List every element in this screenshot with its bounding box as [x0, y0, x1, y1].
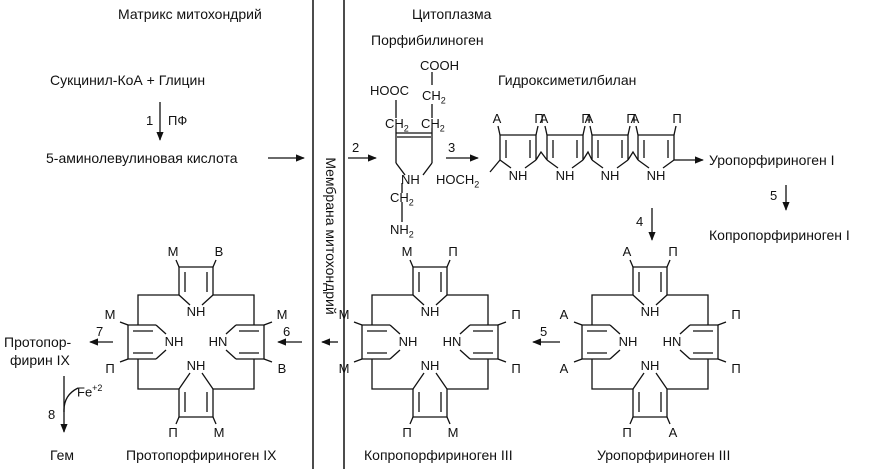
hmb-label: Гидроксиметилбилан	[498, 72, 637, 88]
hmb-subst-propionate: П	[534, 111, 544, 126]
fe-ion: Fe+2	[77, 383, 103, 400]
copro3-macrocycle	[353, 259, 507, 425]
hmb-subst-propionate: П	[672, 111, 682, 126]
step-3-number: 3	[448, 140, 456, 155]
uro3-macrocycle-substituent: А	[559, 361, 569, 376]
copro3-macrocycle-nh-right: HN	[442, 334, 462, 349]
hmb-subst-acetate: А	[584, 111, 594, 126]
step-4-number: 4	[636, 214, 644, 229]
hmb-pyrrole-nh: NH	[555, 168, 575, 183]
proto-macrocycle-nh-bottom: NH	[186, 358, 206, 373]
hmb-pyrrole-nh: NH	[600, 168, 620, 183]
proto-macrocycle-substituent: В	[277, 361, 287, 376]
uro3-macrocycle-nh-right: HN	[662, 334, 682, 349]
uro3-macrocycle-nh-top: NH	[640, 304, 660, 319]
uro1-label: Уропорфириноген I	[709, 152, 835, 168]
copro3-macrocycle-nh-bottom: NH	[420, 358, 440, 373]
matrix-label: Матрикс митохондрий	[118, 6, 262, 22]
pbg-cooh: COOH	[420, 58, 459, 73]
pbg-ch2-right: CH2	[421, 116, 445, 134]
step-2-number: 2	[352, 140, 360, 155]
proto-macrocycle-substituent: В	[214, 244, 224, 259]
proto-macrocycle	[119, 259, 273, 425]
pbg-ch2-bottom: CH2	[390, 190, 414, 208]
proto-macrocycle-substituent: П	[168, 425, 178, 440]
proto-macrocycle-substituent: М	[213, 425, 225, 440]
hmb-structure	[489, 125, 680, 173]
proto-macrocycle-substituent: М	[104, 307, 116, 322]
copro3-macrocycle-substituent: М	[338, 307, 350, 322]
proto-macrocycle-nh-left: NH	[164, 334, 184, 349]
pbg-nh2: NH2	[390, 222, 414, 240]
uro3-macrocycle-substituent: П	[668, 244, 678, 259]
copro3-macrocycle-substituent: П	[511, 361, 521, 376]
hmb-pyrrole-nh: NH	[646, 168, 666, 183]
proto-macrocycle-substituent: М	[167, 244, 179, 259]
copro3-label: Копропорфириноген III	[364, 447, 513, 463]
protoporphyrin-line-1: Протопор-	[4, 334, 72, 350]
step-5-top-number: 5	[770, 188, 778, 203]
pbg-label: Порфибилиноген	[371, 32, 484, 48]
copro3-macrocycle-substituent: П	[511, 307, 521, 322]
copro3-macrocycle-substituent: М	[401, 244, 413, 259]
uro3-macrocycle-nh-bottom: NH	[640, 358, 660, 373]
ala-label: 5-аминолевулиновая кислота	[46, 150, 238, 166]
step-1-number: 1	[146, 113, 154, 128]
cytoplasm-label: Цитоплазма	[412, 6, 492, 22]
step-7-number: 7	[96, 324, 104, 339]
copro3-macrocycle-substituent: М	[338, 361, 350, 376]
step-8-number: 8	[48, 407, 56, 422]
uro3-macrocycle	[573, 259, 727, 425]
membrane-label: Мембрана митохондрий	[323, 157, 339, 315]
hmb-subst-propionate: П	[626, 111, 636, 126]
hmb-subst-propionate: П	[581, 111, 591, 126]
copro1-label: Копропорфириноген I	[709, 227, 850, 243]
uro3-label: Уропорфириноген III	[597, 447, 731, 463]
uro3-macrocycle-substituent: П	[731, 361, 741, 376]
copro3-macrocycle-nh-left: NH	[398, 334, 418, 349]
proto-macrocycle-substituent: П	[105, 361, 115, 376]
heme-label: Гем	[50, 447, 75, 463]
uro3-macrocycle-substituent: А	[559, 307, 569, 322]
uro3-macrocycle-substituent: П	[622, 425, 632, 440]
copro3-macrocycle-substituent: М	[447, 425, 459, 440]
protoporphyrin-line-2: фирин IX	[10, 352, 70, 368]
succinyl-glycine-label: Сукцинил-КоА + Глицин	[50, 72, 206, 88]
hmb-subst-acetate: А	[630, 111, 640, 126]
arrow-step-8	[60, 387, 79, 433]
hmb-pyrrole-nh: NH	[508, 168, 528, 183]
hmb-subst-acetate: А	[539, 111, 549, 126]
pbg-ch2-top: CH2	[422, 88, 446, 106]
copro3-macrocycle-substituent: П	[402, 425, 412, 440]
step-5-number: 5	[540, 324, 548, 339]
step-1-cofactor: ПФ	[168, 113, 188, 128]
proto-macrocycle-nh-right: HN	[208, 334, 228, 349]
uro3-macrocycle-substituent: П	[731, 307, 741, 322]
proto-macrocycle-nh-top: NH	[186, 304, 206, 319]
proto-gen-label: Протопорфириноген IX	[126, 447, 277, 463]
pbg-ch2-left: CH2	[385, 116, 409, 134]
step-6-number: 6	[283, 324, 291, 339]
uro3-macrocycle-substituent: А	[668, 425, 678, 440]
copro3-macrocycle-nh-top: NH	[420, 304, 440, 319]
uro3-macrocycle-substituent: А	[622, 244, 632, 259]
hmb-hoch2: HOCH2	[436, 172, 480, 190]
pbg-nh: NH	[401, 172, 420, 187]
uro3-macrocycle-nh-left: NH	[618, 334, 638, 349]
proto-macrocycle-substituent: М	[276, 307, 288, 322]
hmb-subst-acetate: А	[492, 111, 502, 126]
copro3-macrocycle-substituent: П	[448, 244, 458, 259]
porphobilinogen-structure	[395, 72, 433, 222]
pbg-hooc: HOOC	[370, 83, 409, 98]
